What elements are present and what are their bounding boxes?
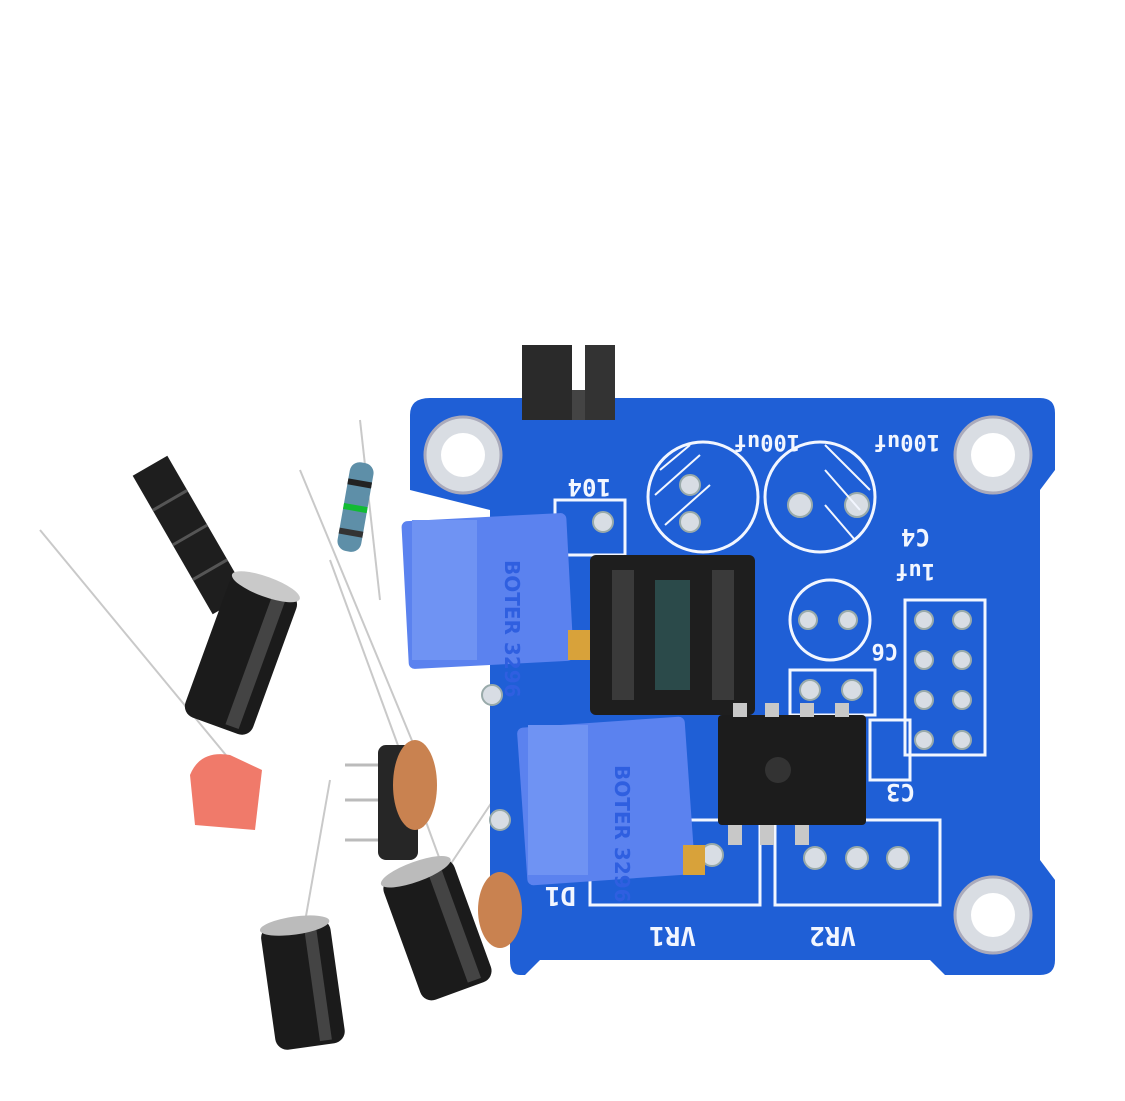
ic-socket (590, 555, 755, 715)
trimpot-vr2-bottom: BOTER 3296 (517, 716, 705, 903)
label-vr2: VR2 (809, 920, 856, 950)
label-100uf: 100uf (874, 429, 940, 454)
trimpot-vr1-top: BOTER 3296 (401, 513, 590, 698)
electrolytic-capacitor (380, 855, 492, 1001)
resistor (337, 462, 374, 552)
label-vr1: VR1 (649, 920, 696, 950)
label-c6: C6 (872, 638, 899, 663)
electrolytic-capacitor (184, 571, 300, 735)
component-leads (39, 419, 521, 951)
trimpot-marking: BOTER 3296 (500, 560, 524, 698)
label-100uf: 100uf (734, 429, 800, 454)
label-1uf: 1uf (895, 558, 935, 583)
jumper-cap (522, 345, 615, 420)
label-104: 104 (568, 473, 611, 501)
ceramic-capacitor (393, 740, 522, 948)
electrolytic-capacitor (259, 915, 345, 1050)
label-d1: D1 (545, 880, 576, 910)
label-c4: C4 (901, 523, 930, 551)
pin-header-strip (132, 455, 248, 615)
trimpot-marking: BOTER 3296 (610, 765, 634, 903)
ic-chip (718, 703, 866, 845)
label-c3: C3 (886, 778, 915, 806)
led-red (190, 754, 262, 830)
